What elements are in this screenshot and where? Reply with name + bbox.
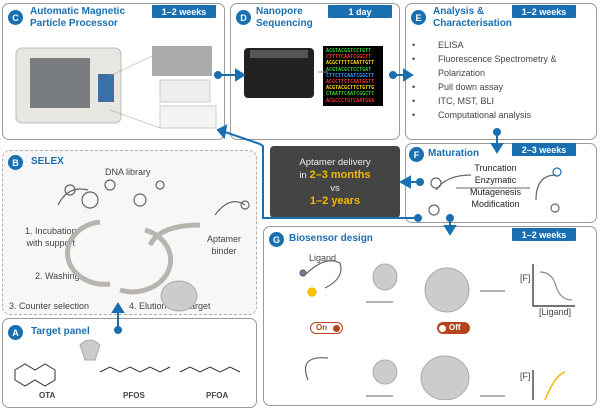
panel-title: Maturation [428,148,480,159]
method: Truncation [474,163,517,173]
target-label-ota: OTA [39,391,56,400]
maturation-methods: Truncation Enzymatic Mutagenesis Modific… [470,162,521,210]
panel-a-target-panel: A Target panel OTA PFOS PFOA [2,318,257,408]
delivery-slow: 1–2 years [309,195,361,207]
panel-letter: B [8,155,23,170]
step-2-label: 2. Washing [35,271,80,281]
library-label: DNA library [105,167,151,177]
panel-g-biosensor: G Biosensor design 1–2 weeks Ligand On O… [263,226,597,406]
on-switch: On [310,322,343,334]
list-item: Pull down assay [412,80,557,94]
sequence-line: ACGTACGGTCCTGTT [326,48,372,54]
panel-letter: A [8,325,23,340]
list-item: ITC, MST, BLI [412,94,557,108]
duration-badge: 1–2 weeks [512,228,576,241]
panel-letter: C [8,10,23,25]
aptamer-delivery-box: Aptamer delivery in 2–3 months vs 1–2 ye… [270,146,400,218]
method: Modification [471,199,520,209]
sequence-line: CTAATTCAATCGGCTT [326,91,375,98]
delivery-fast: in 2–3 months [299,169,371,181]
list-item: Computational analysis [412,108,557,122]
delivery-vs: vs [330,183,340,194]
panel-letter: D [236,10,251,25]
duration-badge: 1 day [328,5,392,18]
y-axis-label-2: [F] [520,371,531,381]
panel-letter: G [269,232,284,247]
off-switch: Off [437,322,470,334]
sequence-line: ACGCCCTGTCAATGGA [326,97,375,104]
panel-title: Target panel [31,326,90,337]
ligand-label: Ligand [309,253,337,263]
x-axis-label: [Ligand] [539,307,572,317]
step-4-label: 4. Elution with target [129,301,211,311]
sequence-line: ACGTACGCTTCTGTTG [326,85,375,92]
panel-f-maturation: F Maturation 2–3 weeks Truncation Enzyma… [405,143,597,223]
duration-badge: 1–2 weeks [152,5,216,18]
panel-title: Analysis &Characterisation [433,6,512,29]
sequence-line: ACGCTTCTCAATGGTT [326,79,375,86]
sequence-line: CTTTTCAATCGGCTT [326,54,372,61]
list-item: Polarization [438,68,486,78]
panel-letter: E [411,10,426,25]
sequence-line: ACGTACGCTCCTGAT [326,66,372,73]
panel-title: Biosensor design [289,233,373,244]
method: Mutagenesis [470,187,522,197]
delivery-text: Aptamer delivery [299,157,371,168]
panel-e-analysis: E Analysis &Characterisation 1–2 weeks E… [405,3,597,140]
analysis-list: ELISA Fluorescence Spectrometry & Polari… [412,38,557,122]
list-item: Fluorescence Spectrometry & [412,52,557,66]
target-label-pfos: PFOS [123,391,145,400]
duration-badge: 1–2 weeks [512,5,576,18]
sequence-line: CTTCTTCAATCGGCTT [326,72,375,79]
panel-title: SELEX [31,156,64,167]
y-axis-label: [F] [520,273,531,283]
sequence-readout: ACGTACGGTCCTGTT CTTTTCAATCGGCTT ACGCTTTT… [323,46,383,106]
step-3-label: 3. Counter selection [9,301,90,311]
sequence-line: ACGCTTTTCAATTGTT [326,60,375,67]
list-item: ELISA [412,38,557,52]
panel-letter: F [409,147,424,162]
target-label-pfoa: PFOA [206,391,229,400]
duration-badge: 2–3 weeks [512,143,576,156]
method: Enzymatic [474,175,517,185]
